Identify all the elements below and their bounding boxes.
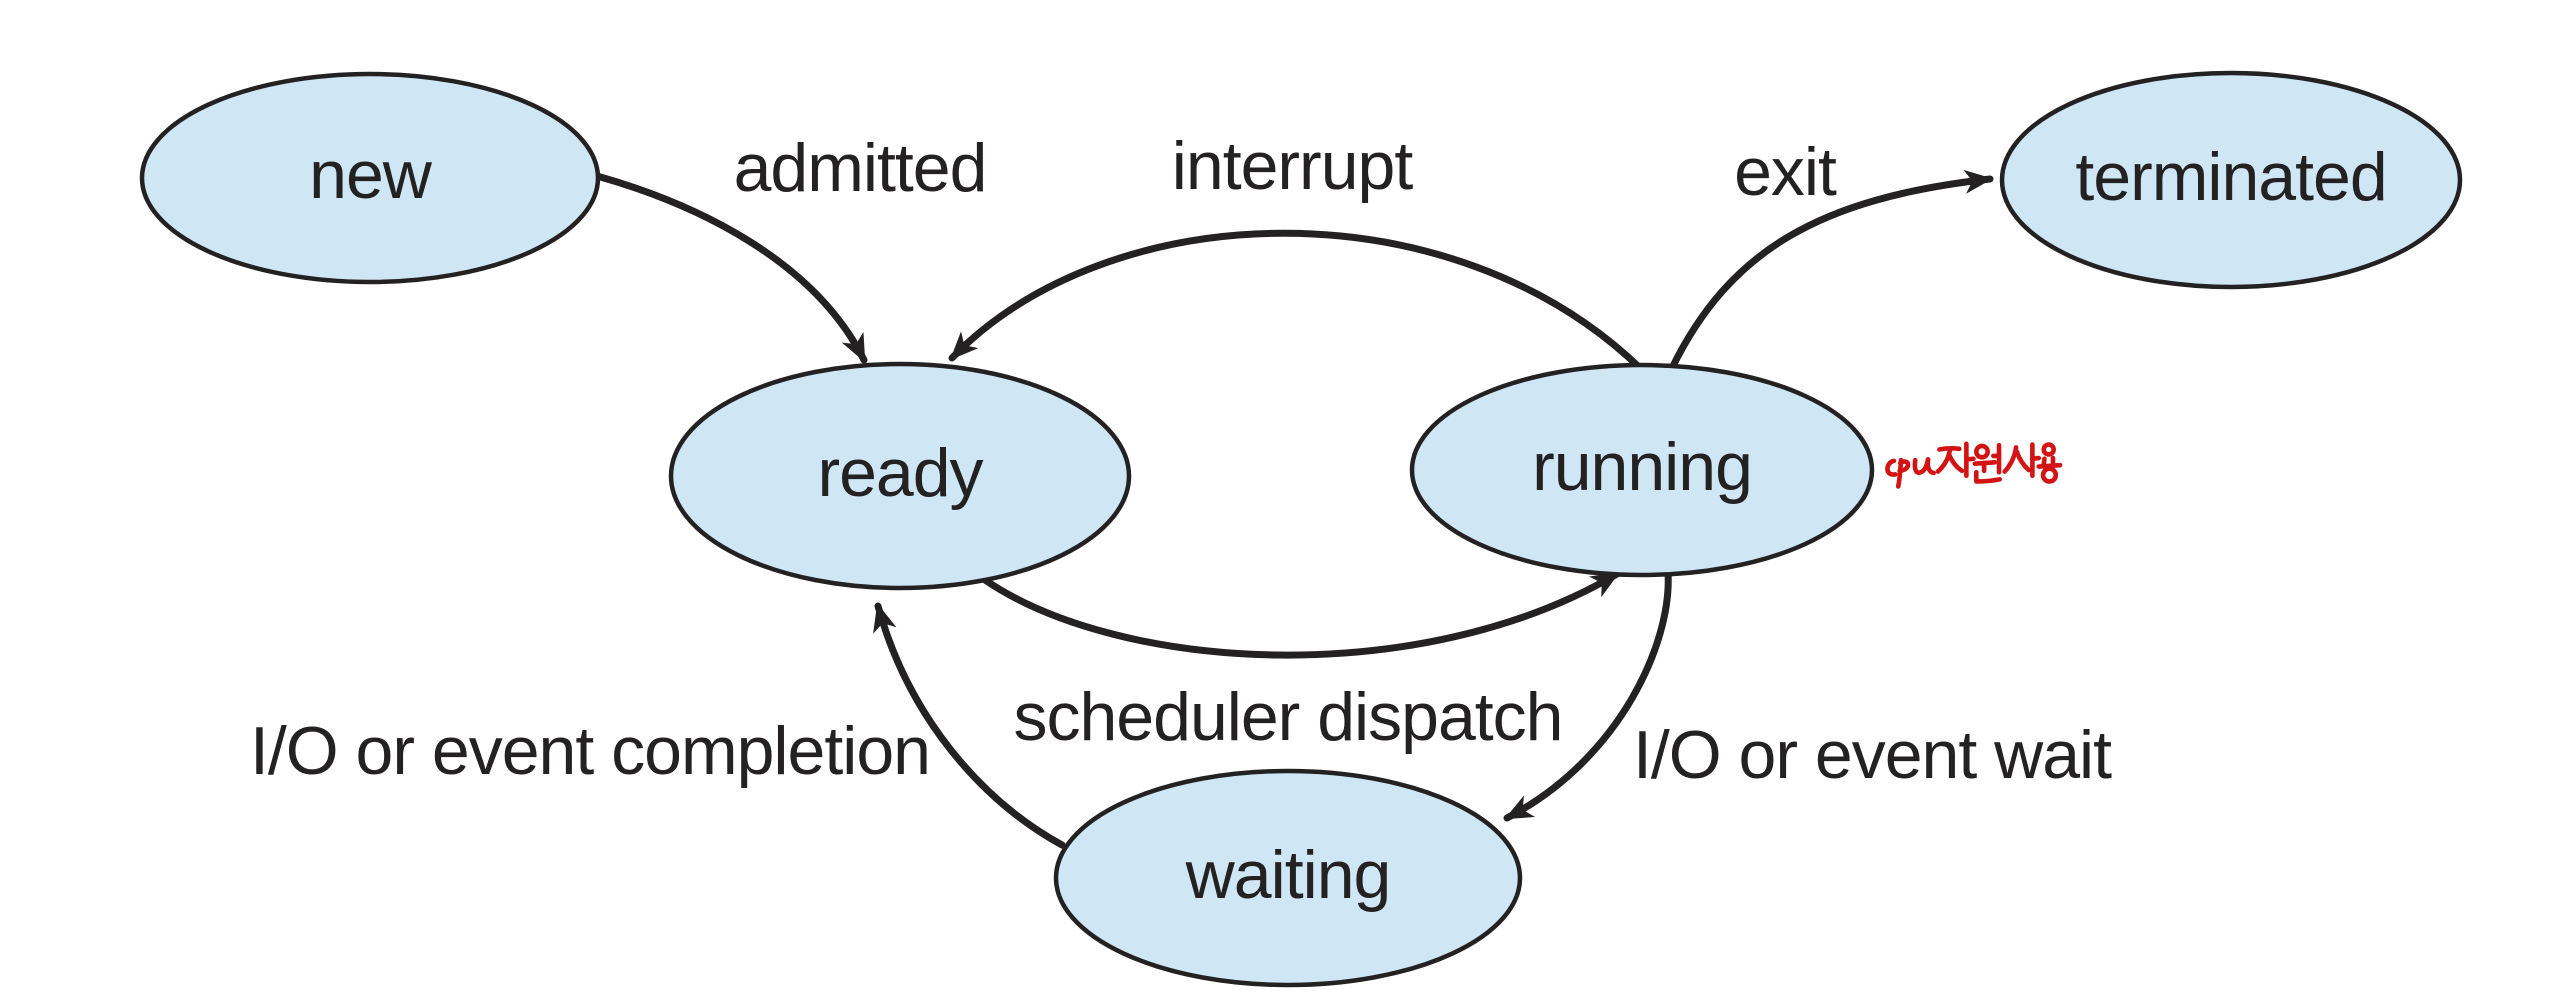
- edge-label-io-event-wait: I/O or event wait: [1633, 717, 2112, 793]
- annotation-glyph-ja: [1935, 441, 1976, 479]
- edge-label-io-event-completion: I/O or event completion: [250, 713, 930, 789]
- annotation-glyph-sa: [2002, 442, 2042, 479]
- edge-labels: admitted interrupt exit scheduler dispat…: [250, 128, 2113, 793]
- state-ellipse-new: [139, 71, 601, 285]
- edge-io-event-completion: [873, 602, 1066, 849]
- edge-label-exit: exit: [1734, 134, 1837, 210]
- edges: [593, 169, 1994, 849]
- state-ellipse-terminated: [1999, 70, 2463, 290]
- state-label-running: running: [1532, 429, 1752, 505]
- edge-scheduler-dispatch: [981, 570, 1621, 659]
- edge-label-interrupt: interrupt: [1172, 128, 1414, 204]
- edge-interrupt: [948, 229, 1644, 372]
- edge-exit: [1668, 169, 1994, 372]
- annotation-glyph-yong: [2036, 442, 2063, 484]
- state-label-terminated: terminated: [2075, 139, 2386, 215]
- state-label-waiting: waiting: [1185, 837, 1391, 913]
- state-node-new: new: [139, 71, 601, 285]
- state-node-terminated: terminated: [1999, 70, 2463, 290]
- annotation-glyph-u: [1912, 457, 1937, 476]
- edge-label-admitted: admitted: [734, 130, 987, 206]
- state-node-ready: ready: [668, 361, 1132, 591]
- state-ellipse-running: [1409, 362, 1875, 578]
- state-node-waiting: waiting: [1053, 768, 1523, 988]
- annotation-glyph-c: [1885, 458, 1898, 477]
- annotation-glyph-won: [1972, 442, 2003, 484]
- handwritten-annotation: [1885, 441, 2063, 489]
- nodes: new ready running terminated waiting: [139, 70, 2463, 988]
- edge-label-scheduler-dispatch: scheduler dispatch: [1013, 679, 1562, 755]
- annotation-glyph-p: [1895, 457, 1911, 489]
- edge-io-event-wait: [1503, 569, 1672, 822]
- edge-admitted: [593, 172, 868, 364]
- state-label-new: new: [309, 137, 433, 213]
- state-ellipse-waiting: [1053, 768, 1523, 988]
- state-label-ready: ready: [817, 435, 983, 511]
- state-node-running: running: [1409, 362, 1875, 578]
- state-ellipse-ready: [668, 361, 1132, 591]
